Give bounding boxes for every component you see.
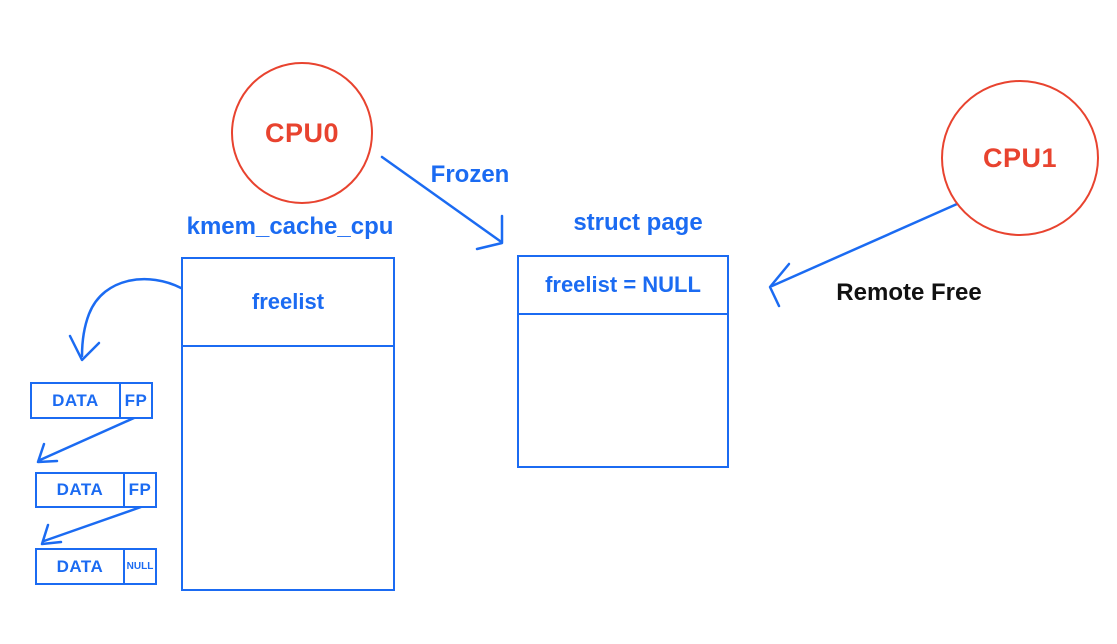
freelist-pointer-arrowhead [68, 334, 101, 362]
chain-arrow-2-line [42, 505, 143, 543]
cpu0-label: CPU0 [264, 117, 340, 148]
object-1-fp-cell: FP [119, 384, 151, 417]
remote-free-arrowhead [768, 262, 791, 308]
object-2-fp-cell: FP [123, 474, 155, 506]
kmem-freelist-field: freelist [183, 259, 393, 347]
frozen-arrowhead [475, 214, 504, 251]
object-2-data-cell: DATA [56, 480, 104, 499]
chain-arrow-1-line [38, 416, 136, 462]
object-3-data-cell: DATA [56, 556, 104, 576]
freelist-pointer-arrow-line [80, 277, 183, 358]
kmem-cache-cpu-box: freelist [181, 257, 395, 591]
cpu0-node: CPU0 [231, 62, 373, 204]
freelist-object-3: DATA NULL [35, 548, 157, 585]
object-1-data-cell: DATA [52, 390, 99, 410]
remote-free-edge-label: Remote Free [836, 279, 982, 306]
chain-arrow-1-head [36, 442, 59, 464]
freelist-object-2: DATA FP [35, 472, 157, 508]
kmem-cache-cpu-title: kmem_cache_cpu [186, 213, 394, 240]
freelist-object-1: DATA FP [30, 382, 153, 419]
struct-page-title: struct page [573, 209, 703, 236]
struct-page-box: freelist = NULL [517, 255, 729, 468]
cpu1-label: CPU1 [982, 142, 1058, 173]
remote-free-arrow-line [770, 202, 959, 288]
cpu1-node: CPU1 [941, 80, 1099, 236]
chain-arrow-2-head [40, 523, 63, 546]
object-3-null-cell: NULL [123, 550, 155, 583]
page-freelist-field: freelist = NULL [519, 257, 727, 315]
frozen-edge-label: Frozen [430, 161, 510, 188]
